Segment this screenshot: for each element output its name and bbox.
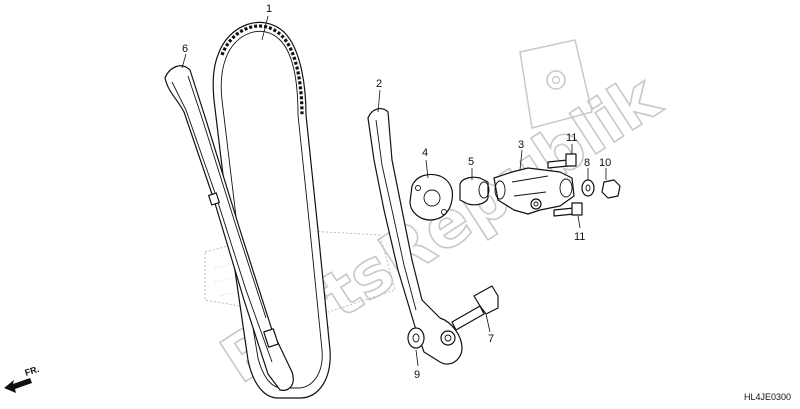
tensioner-seal <box>459 176 490 206</box>
callout-7: 7 <box>488 333 494 345</box>
cam-chain <box>212 21 331 399</box>
bolt-upper <box>547 153 577 169</box>
callout-5: 5 <box>468 156 474 168</box>
cam-chain-guide <box>164 65 294 391</box>
sealing-washer <box>581 179 595 197</box>
callout-9: 9 <box>414 369 420 381</box>
pivot-bolt <box>451 285 499 331</box>
plug-bolt <box>601 179 621 199</box>
pivot-washer <box>407 327 425 349</box>
tensioner-lifter <box>493 167 575 215</box>
front-direction-indicator: FR. <box>4 364 40 393</box>
tensioner-gasket <box>409 173 454 221</box>
leader-lines <box>181 15 607 367</box>
callouts: 1 2 3 4 5 6 7 8 9 10 11 11 <box>182 3 611 381</box>
watermark-gear-icon <box>519 39 593 129</box>
tensioner-arm <box>367 108 463 365</box>
reference-code: HL4JE0300 <box>744 392 791 402</box>
direction-arrow-icon <box>4 378 32 393</box>
callout-3: 3 <box>518 139 524 151</box>
callout-2: 2 <box>376 78 382 90</box>
callout-11-lower: 11 <box>574 231 585 243</box>
direction-label: FR. <box>24 364 41 378</box>
callout-6: 6 <box>182 43 188 55</box>
bolt-lower <box>553 202 583 217</box>
callout-1: 1 <box>266 3 272 15</box>
callout-8: 8 <box>584 157 590 169</box>
callout-4: 4 <box>422 147 428 159</box>
callout-11-upper: 11 <box>566 132 577 144</box>
callout-10: 10 <box>599 157 611 169</box>
